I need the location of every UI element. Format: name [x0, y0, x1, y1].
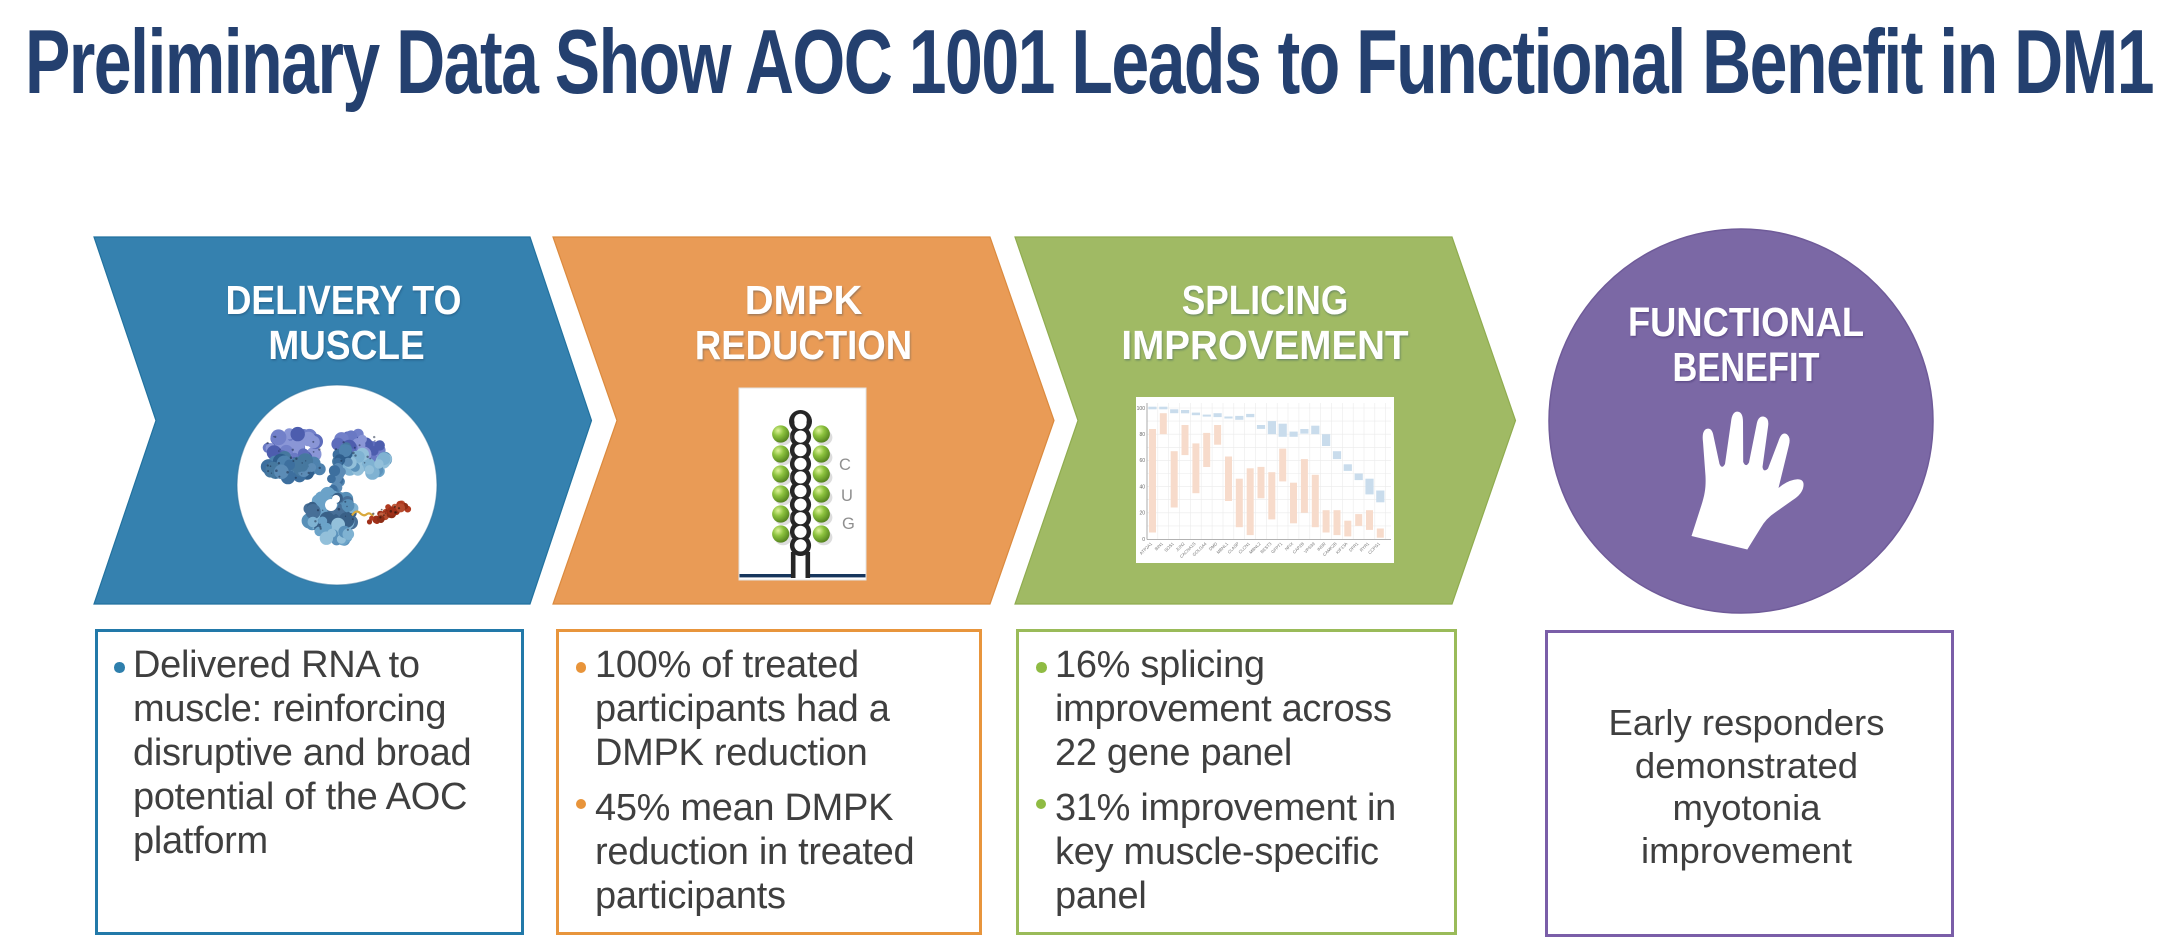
svg-text:INSR: INSR [1316, 541, 1327, 552]
svg-text:BIN1: BIN1 [1154, 541, 1165, 552]
svg-text:20: 20 [1139, 511, 1145, 517]
svg-text:U: U [841, 487, 853, 505]
svg-text:NFIX: NFIX [1284, 541, 1295, 552]
svg-text:100: 100 [1137, 406, 1146, 412]
svg-text:DMD: DMD [1208, 541, 1218, 551]
svg-text:60: 60 [1139, 458, 1145, 464]
svg-text:40: 40 [1139, 484, 1145, 490]
svg-text:DFR1: DFR1 [1348, 541, 1360, 553]
svg-text:C: C [839, 456, 851, 474]
svg-text:G: G [842, 515, 855, 533]
svg-text:0: 0 [1142, 537, 1145, 543]
svg-text:80: 80 [1139, 432, 1145, 438]
svg-text:JUN2: JUN2 [1175, 541, 1187, 553]
